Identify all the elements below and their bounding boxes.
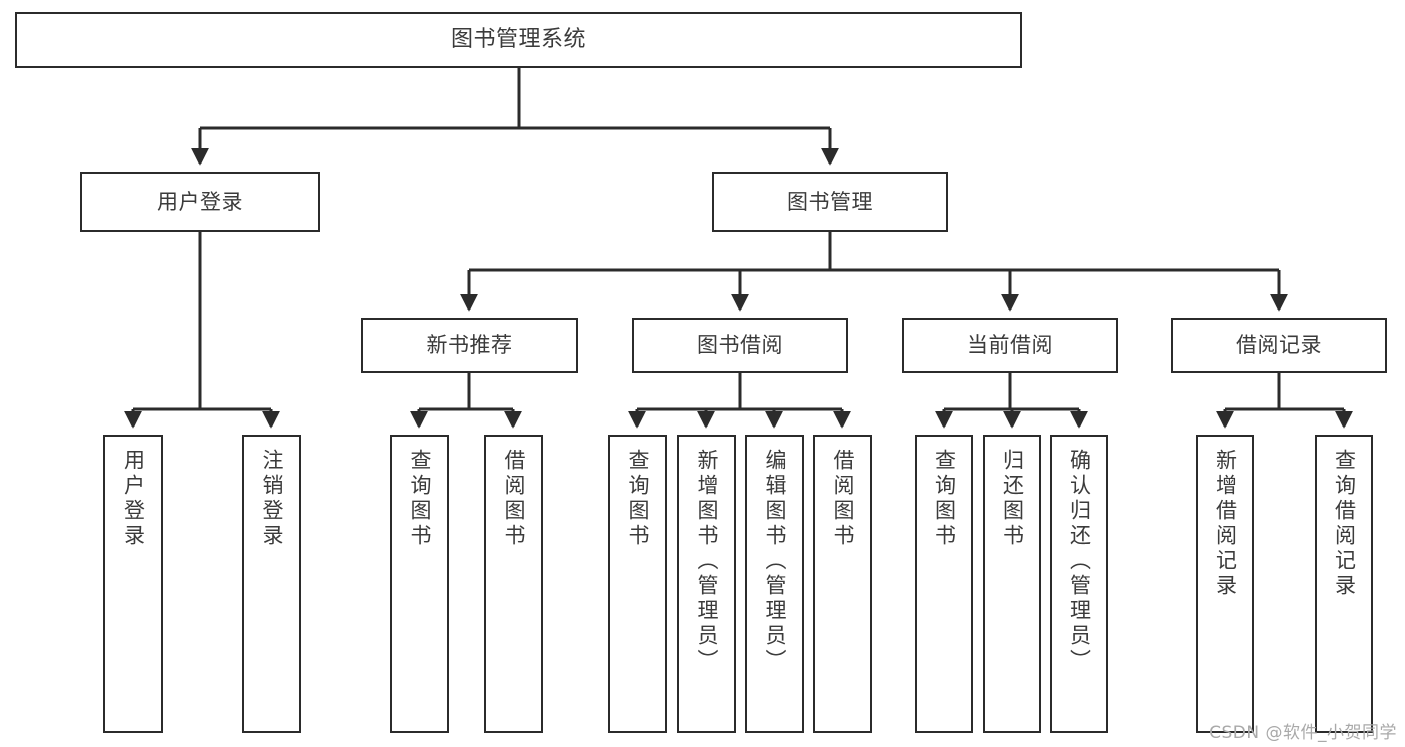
leaf-return-book-label: 归还图书 xyxy=(1000,449,1025,549)
leaf-query-record[interactable]: 查询借阅记录 xyxy=(1315,435,1373,733)
leaf-query-book-3[interactable]: 查询图书 xyxy=(915,435,973,733)
leaf-query-book-1-label: 查询图书 xyxy=(408,449,432,549)
node-new-book-recommend-label: 新书推荐 xyxy=(426,333,513,358)
leaf-query-record-label: 查询借阅记录 xyxy=(1332,449,1357,599)
leaf-borrow-book-2-label: 借阅图书 xyxy=(831,449,855,549)
leaf-borrow-book-1-label: 借阅图书 xyxy=(502,449,526,549)
leaf-borrow-book-2[interactable]: 借阅图书 xyxy=(813,435,872,733)
leaf-query-book-2[interactable]: 查询图书 xyxy=(608,435,667,733)
leaf-user-login[interactable]: 用户登录 xyxy=(103,435,163,733)
leaf-query-book-2-label: 查询图书 xyxy=(626,449,650,549)
node-root[interactable]: 图书管理系统 xyxy=(15,12,1022,68)
leaf-confirm-return[interactable]: 确认归还（管理员） xyxy=(1050,435,1108,733)
leaf-borrow-book-1[interactable]: 借阅图书 xyxy=(484,435,543,733)
node-user-login-label: 用户登录 xyxy=(157,189,243,214)
leaf-query-book-3-label: 查询图书 xyxy=(932,449,957,549)
node-book-manage[interactable]: 图书管理 xyxy=(712,172,948,232)
leaf-edit-book[interactable]: 编辑图书（管理员） xyxy=(745,435,804,733)
leaf-query-book-1[interactable]: 查询图书 xyxy=(390,435,449,733)
node-borrow-record-label: 借阅记录 xyxy=(1236,333,1322,358)
leaf-add-record-label: 新增借阅记录 xyxy=(1213,449,1238,599)
leaf-add-record[interactable]: 新增借阅记录 xyxy=(1196,435,1254,733)
leaf-add-book-label: 新增图书（管理员） xyxy=(695,449,719,674)
leaf-confirm-return-label: 确认归还（管理员） xyxy=(1067,449,1092,674)
node-root-label: 图书管理系统 xyxy=(450,26,586,52)
leaf-edit-book-label: 编辑图书（管理员） xyxy=(763,449,787,674)
leaf-return-book[interactable]: 归还图书 xyxy=(983,435,1041,733)
node-new-book-recommend[interactable]: 新书推荐 xyxy=(361,318,578,373)
node-book-borrow-label: 图书借阅 xyxy=(697,333,783,358)
node-current-borrow[interactable]: 当前借阅 xyxy=(902,318,1118,373)
leaf-user-logout[interactable]: 注销登录 xyxy=(242,435,301,733)
node-current-borrow-label: 当前借阅 xyxy=(967,333,1053,358)
node-borrow-record[interactable]: 借阅记录 xyxy=(1171,318,1387,373)
watermark: CSDN @软件_小贺同学 xyxy=(1209,723,1397,743)
leaf-user-logout-label: 注销登录 xyxy=(260,449,284,549)
node-book-borrow[interactable]: 图书借阅 xyxy=(632,318,848,373)
node-book-manage-label: 图书管理 xyxy=(787,189,873,214)
leaf-user-login-label: 用户登录 xyxy=(121,449,146,549)
leaf-add-book[interactable]: 新增图书（管理员） xyxy=(677,435,736,733)
node-user-login[interactable]: 用户登录 xyxy=(80,172,320,232)
